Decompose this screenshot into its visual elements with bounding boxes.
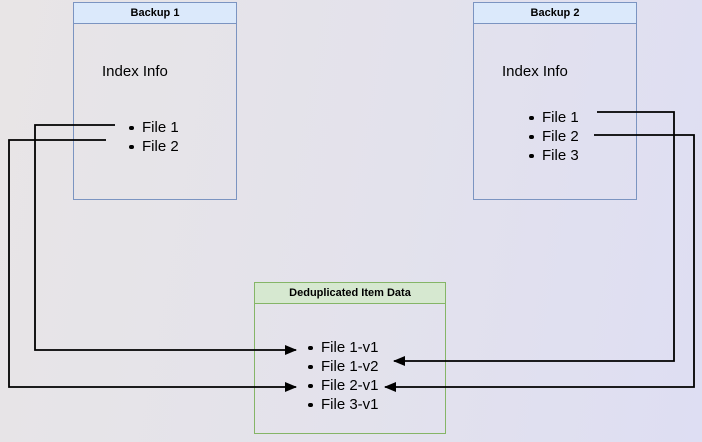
- list-item: File 2: [529, 128, 579, 145]
- backup1-index-info-label: Index Info: [102, 63, 168, 80]
- backup2-index-info-label: Index Info: [502, 63, 568, 80]
- dedup-box: Deduplicated Item Data File 1-v1 File 1-…: [254, 282, 446, 434]
- backup2-title: Backup 2: [474, 3, 636, 24]
- backup2-box: Backup 2 Index Info File 1 File 2 File 3: [473, 2, 637, 200]
- list-item: File 1-v1: [308, 339, 379, 356]
- backup1-title: Backup 1: [74, 3, 236, 24]
- backup1-file-list: File 1 File 2: [129, 118, 179, 156]
- list-item: File 1-v2: [308, 358, 379, 375]
- backup1-box: Backup 1 Index Info File 1 File 2: [73, 2, 237, 200]
- list-item: File 2-v1: [308, 377, 379, 394]
- dedup-file-list: File 1-v1 File 1-v2 File 2-v1 File 3-v1: [308, 338, 379, 414]
- backup2-file-list: File 1 File 2 File 3: [529, 108, 579, 165]
- list-item: File 3-v1: [308, 396, 379, 413]
- list-item: File 3: [529, 147, 579, 164]
- list-item: File 1: [129, 119, 179, 136]
- list-item: File 1: [529, 109, 579, 126]
- dedup-title: Deduplicated Item Data: [255, 283, 445, 304]
- list-item: File 2: [129, 138, 179, 155]
